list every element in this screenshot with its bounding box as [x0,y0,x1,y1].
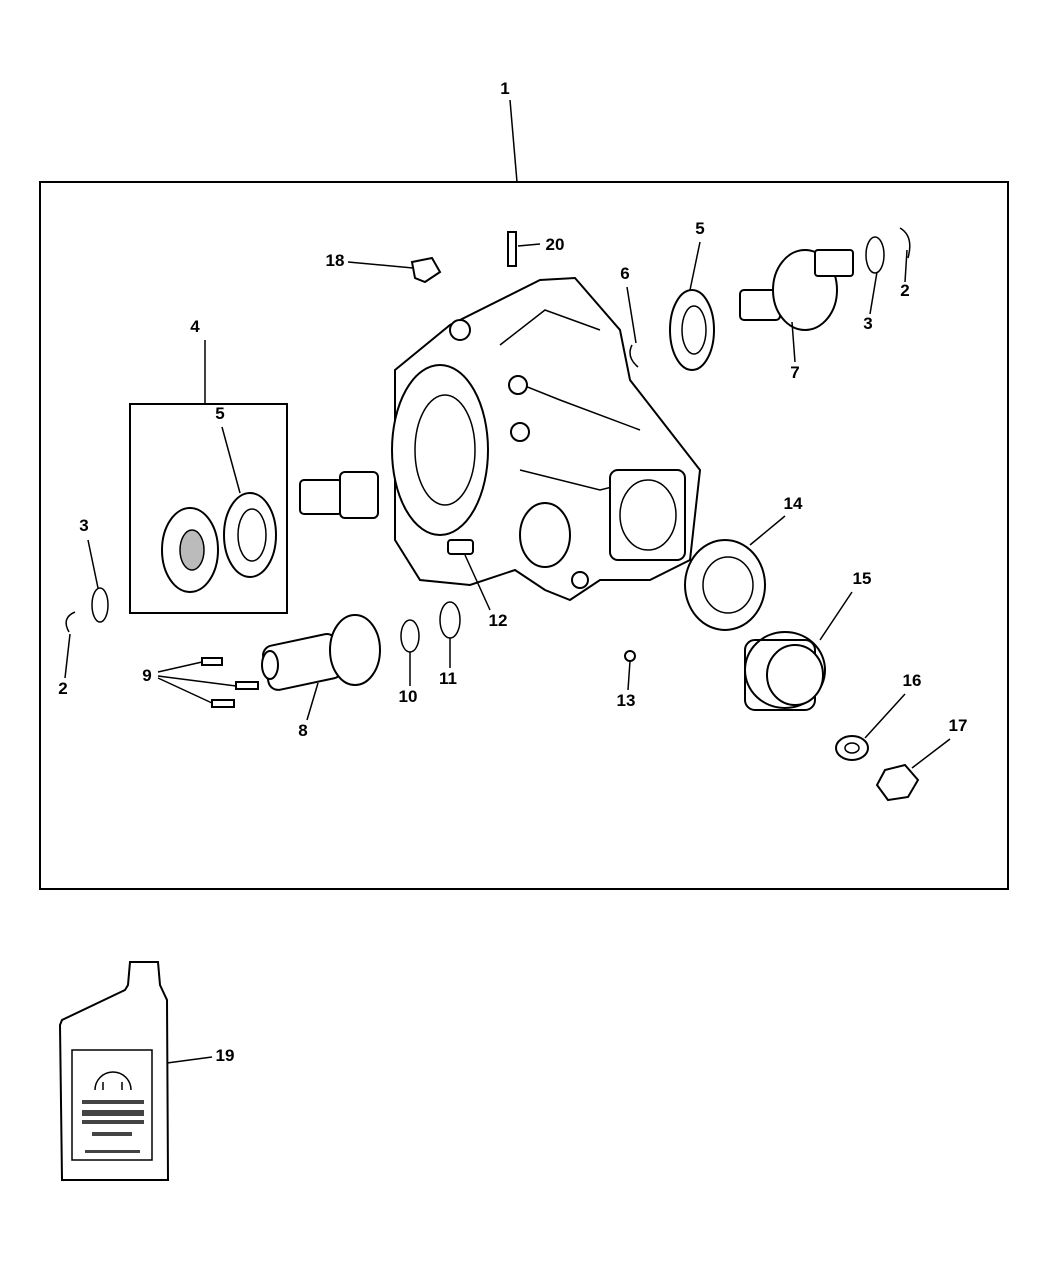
leader-line [791,321,796,363]
leader-line [904,249,908,283]
bearing-kit-frame [129,403,288,614]
callout-3: 3 [863,314,872,333]
leader-line [87,539,99,589]
callout-6: 6 [620,264,629,283]
callout-14: 14 [784,494,803,513]
leader-line [509,99,518,183]
callout-15: 15 [853,569,872,588]
plug [410,256,442,284]
shift-motor [261,614,381,691]
callout-2: 2 [900,281,909,300]
o-ring [439,601,461,639]
snap-ring [899,227,911,259]
input-shaft [299,471,379,519]
callout-8: 8 [298,721,307,740]
leader-line [911,738,951,769]
assembly-frame [39,181,1009,890]
leader-line [864,693,906,739]
leader-line [869,271,878,315]
callout-5: 5 [695,219,704,238]
leader-line [627,660,631,691]
leader-line [626,286,637,344]
callout-11: 11 [439,669,457,688]
companion-flange [744,631,826,711]
seal-left [223,492,277,578]
snap-ring [65,611,76,633]
leader-line [749,515,786,546]
callout-4: 4 [190,317,200,336]
screws [201,657,259,708]
leader-line [157,661,203,673]
callout-1: 1 [500,79,509,98]
callout-20: 20 [546,235,565,254]
callout-19: 19 [216,1046,235,1065]
leader-line [517,243,541,247]
callout-3: 3 [79,516,88,535]
output-shaft [739,249,854,331]
leader-line [464,554,491,611]
callout-17: 17 [949,716,968,735]
bolt [507,231,517,267]
nut [875,763,920,802]
leader-line [157,675,237,687]
callout-18: 18 [326,251,345,270]
seal-front [684,539,766,631]
callout-12: 12 [489,611,508,630]
leader-line [221,426,241,494]
o-ring [91,587,109,623]
callout-16: 16 [903,671,922,690]
leader-line [347,261,414,269]
lubricant-bottle [58,961,170,1181]
o-ring [400,619,420,653]
plug-small [624,650,636,662]
callout-13: 13 [617,691,636,710]
leader-line [819,591,853,641]
callout-2: 2 [58,679,67,698]
leader-line [64,633,71,679]
callout-9: 9 [142,666,151,685]
washer [835,735,869,761]
transfer-case-housing [391,276,702,602]
callout-layer: 1 18 20 5 6 2 3 7 4 5 3 2 9 8 10 11 12 13 14 15 16 17 19 [58,79,967,1065]
o-ring [865,236,885,274]
snap-ring [629,344,639,368]
leader-line [166,1056,213,1064]
leader-line [157,677,213,704]
callout-7: 7 [790,363,799,382]
leader-line [689,241,701,291]
callout-10: 10 [399,687,418,706]
callout-5: 5 [215,404,224,423]
seal-top [669,289,715,371]
sensor [447,539,474,555]
leader-line [306,682,319,721]
